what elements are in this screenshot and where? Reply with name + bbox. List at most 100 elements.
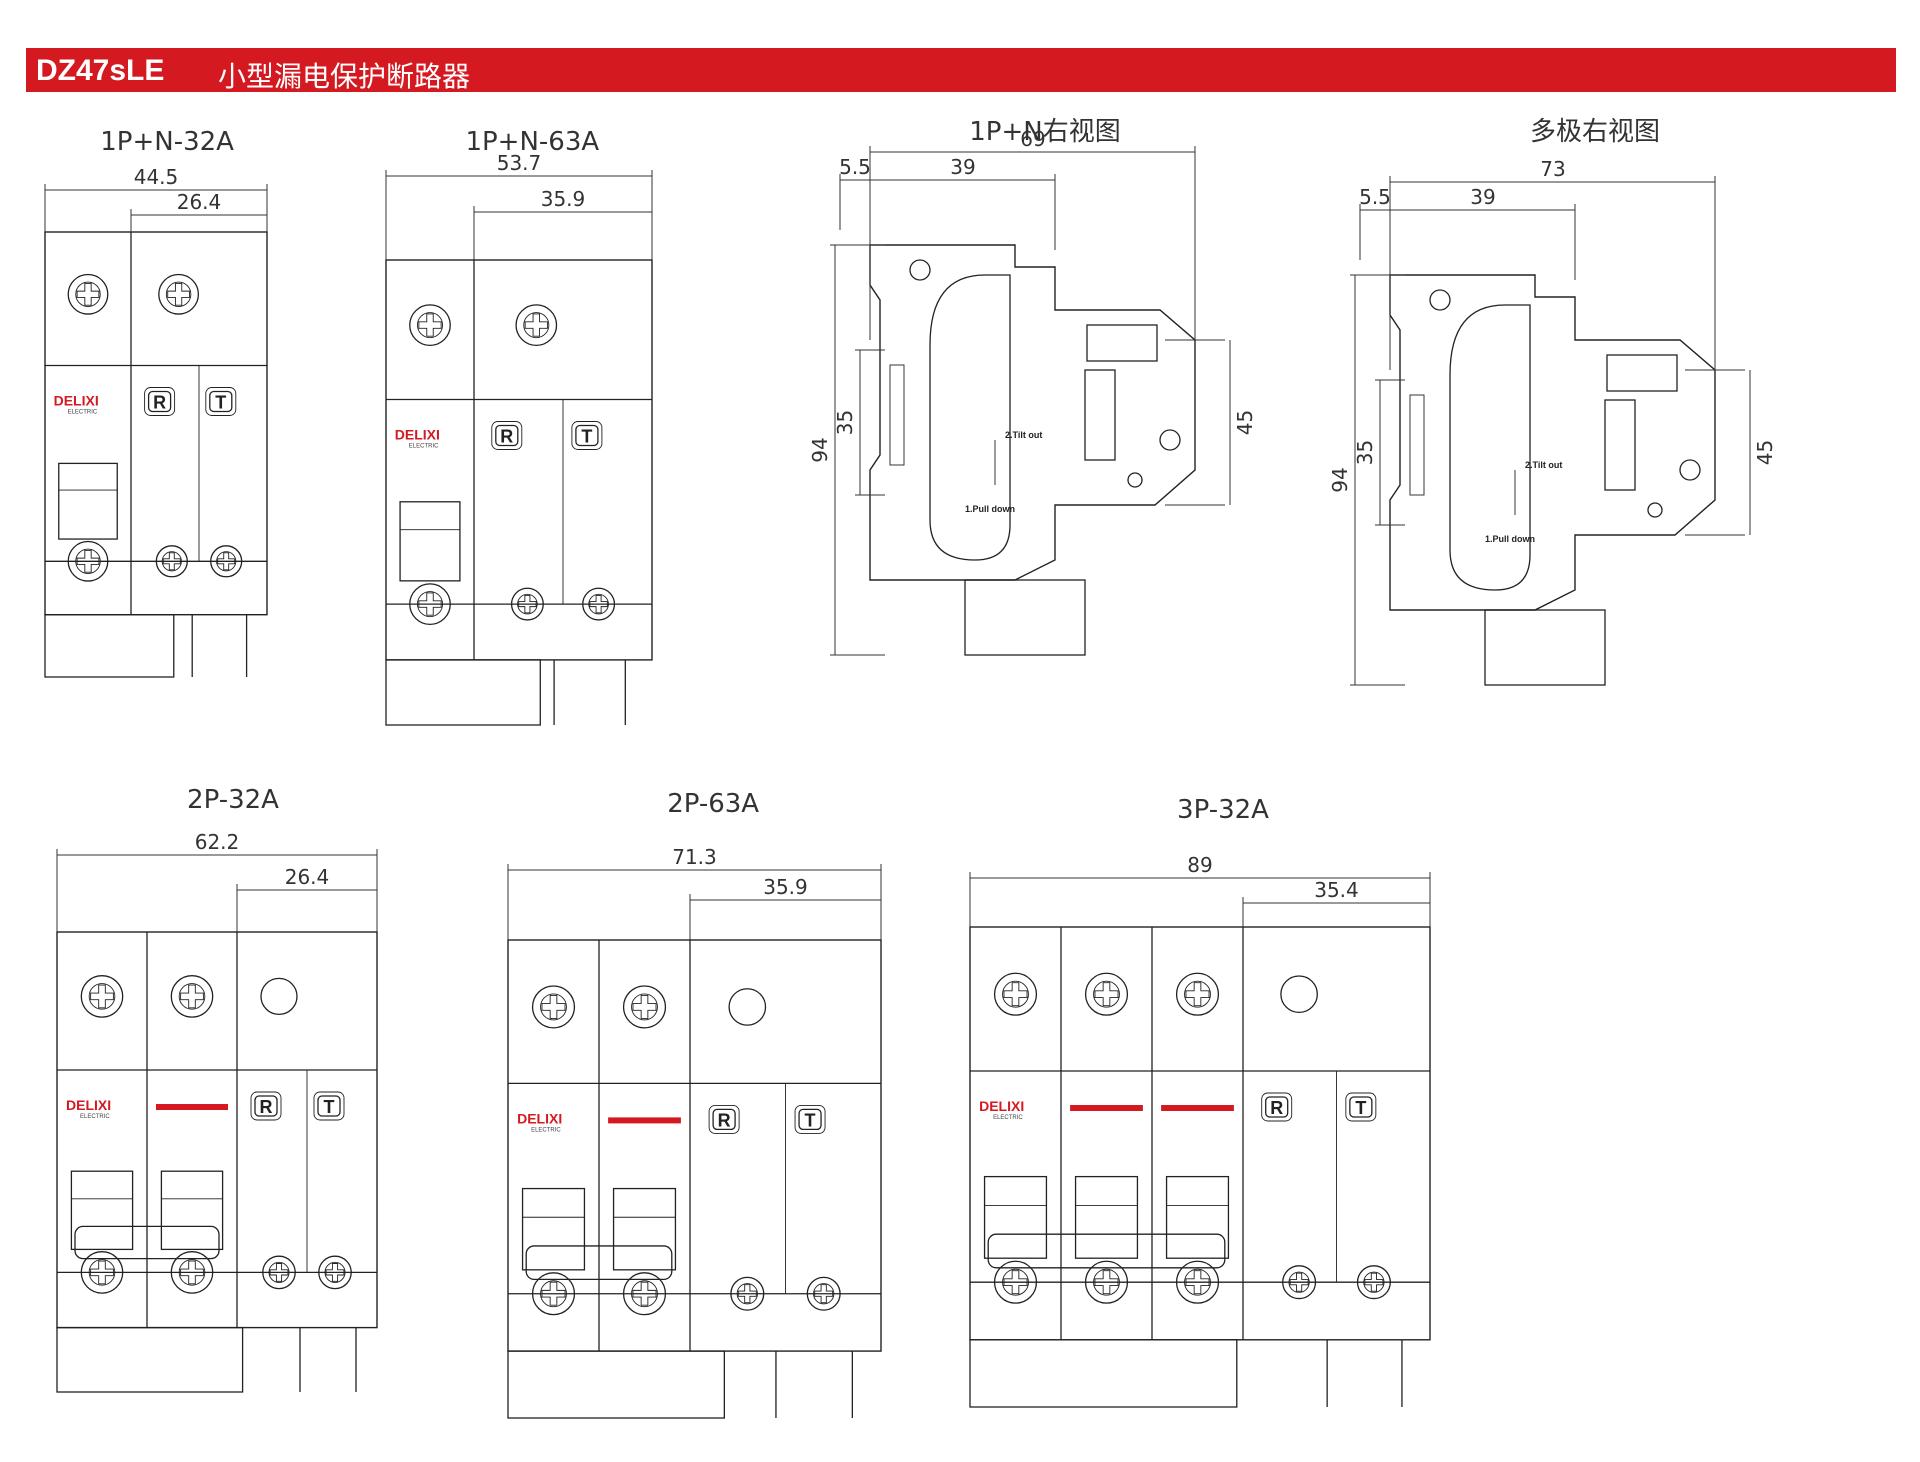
dimension-label: 94 [808,437,832,462]
breaker-handle [70,1170,134,1251]
din-clip [385,659,541,726]
terminal-screw [67,540,109,582]
red-indicator-strip [1161,1105,1234,1111]
terminal-screw [1282,1265,1317,1300]
terminal-screw [1084,1260,1129,1304]
terminal-screw [67,273,109,315]
din-clip [507,1350,725,1419]
din-clip [56,1326,244,1393]
tilt-label: 2.Tilt out [1005,430,1042,440]
side-outline [1389,274,1716,611]
breaker-handle [983,1175,1048,1259]
terminal-screw [409,304,451,346]
terminal-screw [1084,972,1129,1016]
din-clip [969,1339,1238,1408]
terminal-screw [80,1251,124,1294]
terminal-screw [158,273,200,315]
reset-button-label: R [153,393,166,413]
view-title: 3P-32A [1177,795,1269,825]
dimension-label: 73 [1540,157,1565,181]
dimension-label: 39 [950,155,975,179]
terminal-screw [730,1276,765,1311]
view-title: 1P+N-32A [100,127,234,157]
title-banner: DZ47sLE 小型漏电保护断路器 [26,48,1896,93]
delixi-logo: DELIXI [979,1098,1024,1114]
dimension-label: 39 [1470,185,1495,209]
breaker-handle [521,1187,586,1271]
handle-tie-bar [74,1225,220,1260]
dimension-label: 62.2 [195,830,240,854]
delixi-logo: DELIXI [517,1110,562,1126]
breaker-handle [1074,1175,1139,1259]
product-title: 小型漏电保护断路器 [218,60,471,93]
tilt-label: 2.Tilt out [1525,460,1562,470]
view-title: 2P-63A [667,789,759,819]
terminal-screw [155,545,188,578]
brand-sub: ELECTRIC [531,1127,561,1133]
terminal-screw [1356,1265,1391,1300]
label-window [1606,354,1678,392]
view-title: 多极右视图 [1530,117,1660,147]
reset-button-label: R [718,1110,731,1130]
dimension-label: 35.9 [541,187,586,211]
test-button [794,1104,826,1134]
terminal-screw [409,583,451,625]
terminal-screw [531,1272,576,1316]
view-title: 2P-32A [187,785,279,815]
din-rail-clip [964,579,1086,656]
breaker-handle [612,1187,677,1271]
dimension-label: 35.9 [763,875,808,899]
dimension-label: 71.3 [672,845,717,869]
terminal-screw [80,975,124,1018]
breaker-handle [399,501,461,582]
pull-label: 1.Pull down [965,504,1015,514]
terminal-screw [515,304,558,346]
reset-button-label: R [1270,1098,1283,1118]
dimension-label: 94 [1328,467,1352,492]
test-port [728,988,767,1026]
reset-button [708,1104,740,1134]
handle-tie-bar [987,1233,1226,1269]
brand-sub: ELECTRIC [80,1114,110,1120]
delixi-logo: DELIXI [54,393,99,409]
test-button-label: T [324,1097,335,1117]
device-outline [44,231,268,616]
terminal-screw [318,1255,352,1290]
breaker-handle [160,1170,224,1251]
terminal-screw [510,587,544,621]
dimension-label: 45 [1753,440,1777,465]
label-window [1086,324,1158,362]
dimension-label: 5.5 [1359,185,1391,209]
din-clip [44,614,175,678]
brand-sub: ELECTRIC [409,444,439,450]
reset-button [491,421,523,450]
reset-button [250,1091,282,1121]
test-button-label: T [215,393,226,413]
view-title: 1P+N-63A [465,127,599,157]
test-button [1345,1092,1377,1122]
side-outline [869,244,1196,581]
terminal-screw [622,985,667,1029]
test-button [313,1091,345,1121]
dimension-label: 53.7 [497,151,542,175]
terminal-screw [622,1272,667,1316]
handle-tie-bar [525,1245,673,1281]
dimension-label: 26.4 [177,190,222,214]
pull-label: 1.Pull down [1485,534,1535,544]
terminal-screw [806,1276,841,1311]
terminal-screw [262,1255,296,1290]
device-outline [969,926,1431,1341]
test-port [1280,975,1318,1014]
dimension-label: 35.4 [1314,878,1359,902]
terminal-screw [582,587,616,621]
terminal-screw [210,545,243,578]
logo-plate [1604,399,1636,491]
side-inner-panel [929,274,1011,561]
reset-button-label: R [260,1097,273,1117]
